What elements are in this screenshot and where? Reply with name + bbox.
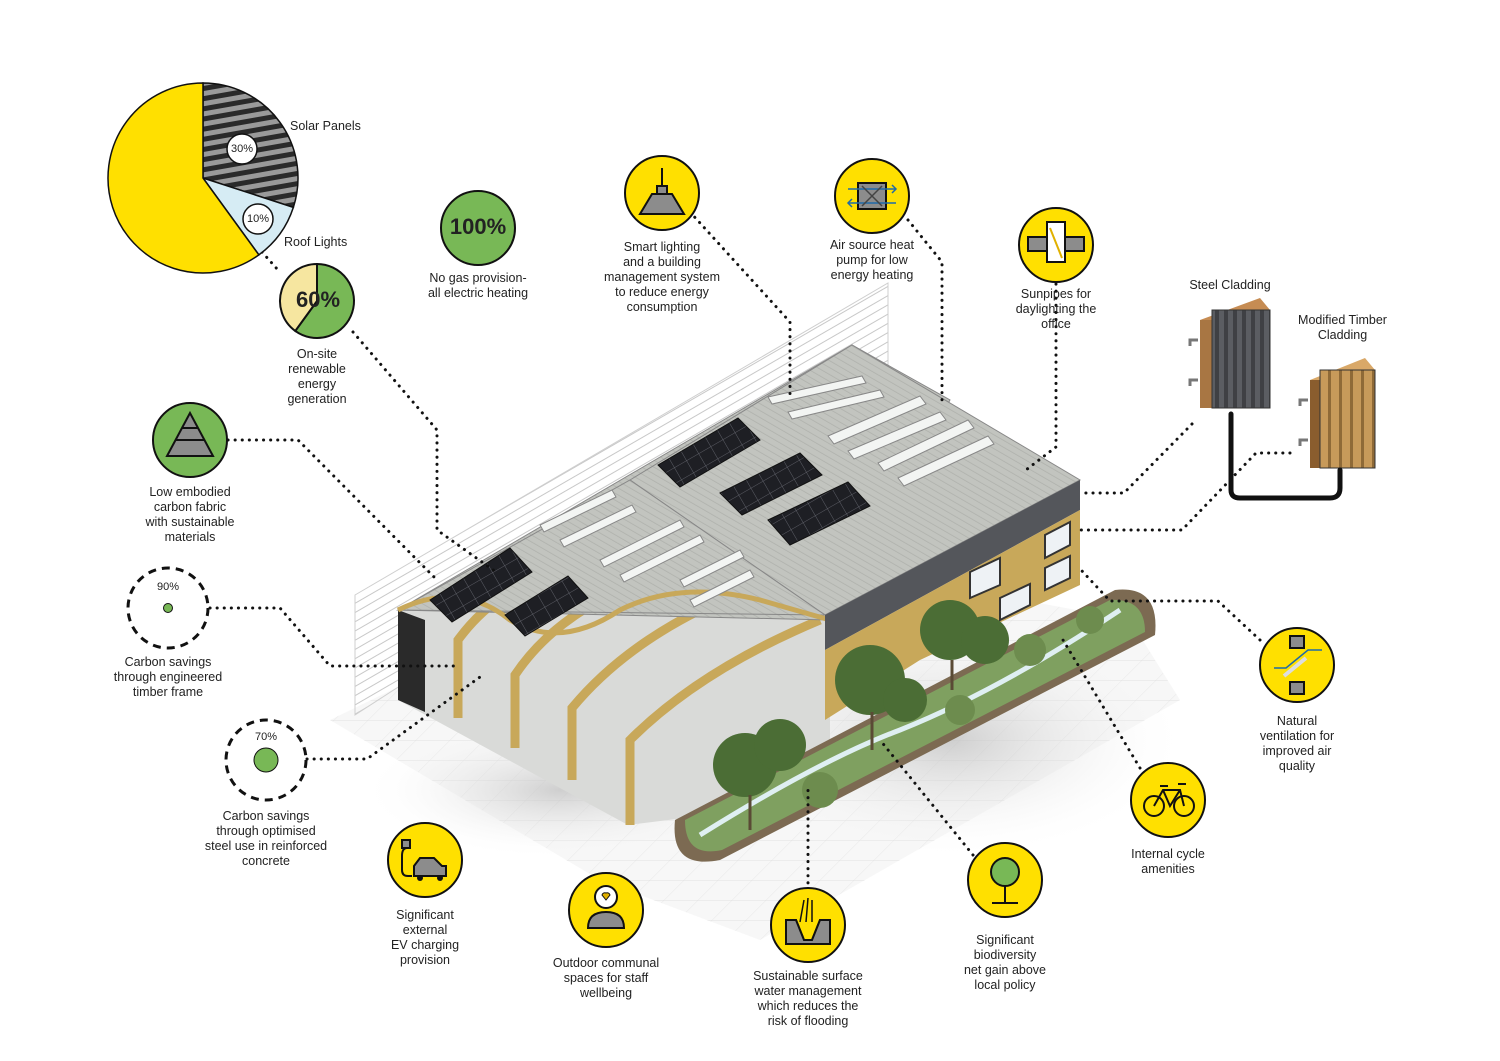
ev-badge [387, 822, 463, 898]
gas-free-circle [440, 190, 516, 266]
wellbeing-badge [568, 872, 644, 948]
rooflights-pct-text: 10% [246, 213, 270, 225]
bicycle-icon [1143, 783, 1195, 817]
embodied-carbon-label: Low embodied carbon fabric with sustaina… [145, 485, 235, 544]
solar-pct-badge [226, 133, 258, 165]
timber-frame-value: 90% [156, 581, 180, 593]
smart-lighting-badge [624, 155, 700, 231]
biodiversity-badge [967, 842, 1043, 918]
rooflights-pct-badge [242, 203, 274, 235]
water-management-icon [785, 897, 831, 945]
pie-slice-other [107, 82, 260, 274]
ventilation-icon [1274, 635, 1322, 695]
wellbeing-label: Outdoor communal spaces for staff wellbe… [552, 956, 660, 1000]
steel-cladding-sample [1188, 298, 1271, 409]
leader-lines [208, 210, 1292, 892]
renewable-share [293, 262, 355, 339]
sunpipes-label: Sunpipes for daylighting the office [1015, 287, 1097, 331]
water-label: Sustainable surface water management whi… [753, 969, 863, 1028]
ev-label: Significant external EV charging provisi… [390, 908, 460, 967]
biodiversity-label: Significant biodiversity net gain above … [963, 933, 1046, 992]
ventilation-badge [1259, 627, 1335, 703]
timber-frame-carbon-dial [126, 566, 210, 650]
steel-carbon-dial [224, 718, 308, 802]
pendant-lamp-icon [638, 168, 686, 215]
steel-use-value: 70% [254, 731, 278, 743]
energy-pie-chart [107, 82, 299, 274]
cycle-badge [1130, 762, 1206, 838]
renewable-pie [279, 262, 355, 339]
wellbeing-person-icon [586, 885, 626, 929]
non-renewable-share [279, 262, 318, 333]
water-badge [770, 887, 846, 963]
sunpipe-icon [1027, 221, 1085, 263]
renewable-value: 60% [295, 287, 341, 312]
tree-icon [990, 857, 1020, 904]
heat-pump-label: Air source heat pump for low energy heat… [829, 238, 915, 282]
steel-use-label: Carbon savings through optimised steel u… [204, 809, 328, 868]
solar-panels-label: Solar Panels [290, 119, 361, 133]
heat-pump-badge [834, 158, 910, 234]
gas-free-label: No gas provision- all electric heating [427, 271, 529, 300]
timber-cladding-label: Modified Timber Cladding [1298, 313, 1387, 342]
gas-free-value: 100% [449, 214, 507, 239]
ventilation-label: Natural ventilation for improved air qua… [1259, 714, 1335, 773]
solar-pct-text: 30% [230, 143, 254, 155]
renewable-label: On-site renewable energy generation [287, 347, 347, 406]
sunpipes-badge [1018, 207, 1094, 283]
pyramid-icon [165, 410, 215, 457]
timber-cladding-sample [1298, 358, 1376, 469]
smart-lighting-label: Smart lighting and a building management… [603, 240, 721, 314]
cladding-connector [1228, 411, 1343, 501]
ev-car-icon [401, 839, 447, 881]
timber-frame-label: Carbon savings through engineered timber… [113, 655, 223, 699]
cycle-label: Internal cycle amenities [1131, 847, 1205, 876]
steel-cladding-label: Steel Cladding [1189, 278, 1271, 292]
embodied-carbon-icon [152, 402, 228, 478]
roof-lights-label: Roof Lights [284, 235, 348, 249]
landscape-planting [674, 589, 1156, 862]
heat-pump-icon [846, 182, 898, 210]
